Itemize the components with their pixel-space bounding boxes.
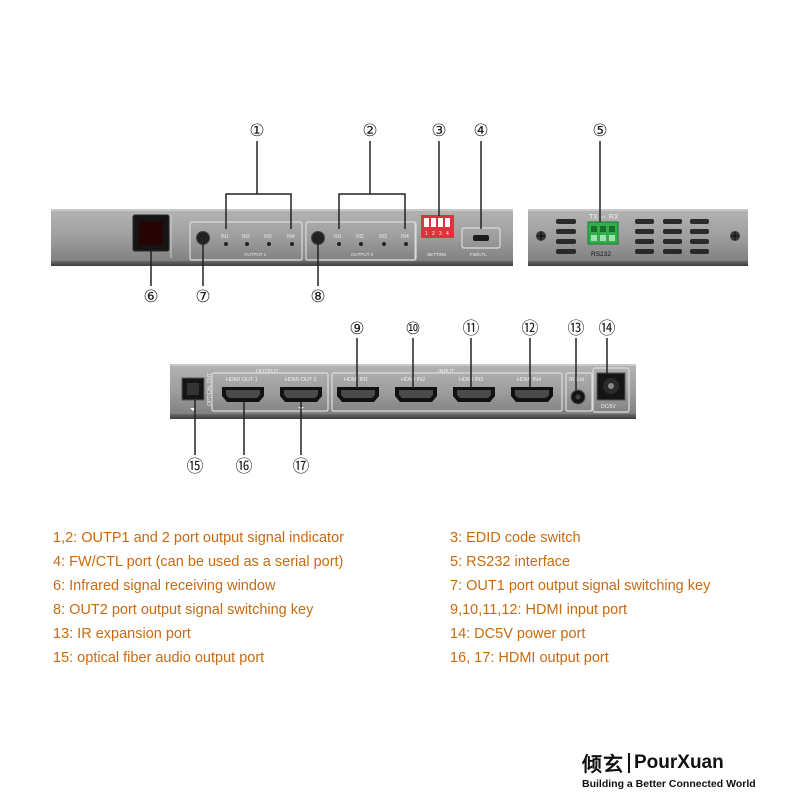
output1-led-label: IN3	[264, 234, 272, 240]
callout-17: ⑰	[293, 457, 310, 477]
fwctl-port[interactable]	[473, 235, 489, 241]
front-panel: IN1 IN2 IN3 IN4 OUTPUT 1 IN1 IN2 IN3 IN4…	[51, 209, 513, 266]
hdmi-in4-port[interactable]	[511, 387, 553, 402]
output-section-frame	[211, 372, 329, 412]
brand-chinese: 倾玄	[582, 752, 624, 776]
output2-led-label: IN4	[401, 234, 409, 240]
output1-led-label: IN2	[242, 234, 250, 240]
brand-english: PourXuan	[634, 751, 724, 773]
dc-frame	[592, 367, 630, 413]
hdmi-in1-port[interactable]	[337, 387, 379, 402]
output1-led-label: IN1	[221, 234, 229, 240]
vent-slots-right	[635, 219, 709, 254]
irext-frame	[565, 372, 593, 412]
callout-12: ⑫	[522, 319, 539, 339]
output2-group	[305, 221, 417, 261]
setting-label: SETTING	[427, 252, 447, 257]
hdmi-out1-label: HDMI OUT 1	[226, 377, 258, 383]
hdmi-in3-port[interactable]	[453, 387, 495, 402]
svg-text:4: 4	[446, 231, 449, 237]
hdmi-out1-port[interactable]	[222, 387, 264, 402]
callout-14: ⑭	[599, 319, 616, 339]
callout-1: ①	[249, 121, 264, 141]
fwctl-label: FW/CTL	[470, 252, 487, 257]
svg-text:2: 2	[432, 231, 435, 237]
callout-5: ⑤	[592, 121, 607, 141]
callout-2: ②	[362, 121, 377, 141]
rs232-label: RS232	[591, 251, 611, 258]
txrx-label: TX ⇔ RX	[589, 214, 619, 221]
optical-label: OPTICAL OUT	[207, 373, 213, 406]
callout-4: ④	[473, 121, 488, 141]
brand-logo: 倾玄 PourXuan Building a Better Connected …	[582, 748, 782, 791]
output1-group	[189, 221, 303, 261]
callout-6: ⑥	[143, 287, 158, 307]
output1-indicators	[224, 242, 294, 246]
hdmi-in1-label: HDMI IN1	[344, 377, 368, 383]
rear-panel: OUTPUT INPUT OPTICAL OUT HDMI OUT 1 HDMI…	[170, 364, 636, 419]
vent-slots-left	[556, 219, 576, 254]
callout-lines	[150, 141, 608, 455]
callout-numbers: ① ② ③ ④ ⑤ ⑥ ⑦ ⑧ ⑨ ⑩ ⑪ ⑫ ⑬ ⑭ ⑮ ⑯ ⑰	[143, 121, 615, 477]
rs232-terminal[interactable]	[587, 221, 619, 245]
callout-15: ⑮	[187, 457, 204, 477]
output1-switch-key[interactable]	[196, 231, 210, 245]
callout-13: ⑬	[568, 319, 585, 339]
side-panel: TX ⇔ RX RS232	[528, 209, 748, 266]
brand-tagline: Building a Better Connected World	[582, 778, 756, 790]
input-header: INPUT	[438, 369, 455, 375]
brand-divider	[628, 752, 630, 773]
callout-8: ⑧	[310, 287, 325, 307]
svg-text:3: 3	[439, 231, 442, 237]
output1-led-label: IN4	[287, 234, 295, 240]
hdmi-in4-label: HDMI IN4	[517, 377, 541, 383]
callout-11: ⑪	[463, 319, 480, 339]
callout-3: ③	[431, 121, 446, 141]
output2-led-label: IN1	[334, 234, 342, 240]
callout-7: ⑦	[195, 287, 210, 307]
dc-label: DC/5V	[601, 404, 616, 410]
hdmi-out2-port[interactable]	[280, 387, 322, 402]
callout-10: ⑩	[405, 319, 420, 339]
output-header: OUTPUT	[256, 369, 279, 375]
input-section-frame	[331, 372, 563, 412]
hdmi-out2-label: HDMI OUT 2	[285, 377, 317, 383]
output1-label: OUTPUT 1	[244, 252, 267, 257]
output2-indicators	[337, 242, 408, 246]
output2-led-label: IN2	[356, 234, 364, 240]
hdmi-in2-port[interactable]	[395, 387, 437, 402]
output2-switch-key[interactable]	[311, 231, 325, 245]
callout-16: ⑯	[236, 457, 253, 477]
output2-label: OUTPUT 2	[351, 252, 374, 257]
callout-9: ⑨	[349, 319, 364, 339]
svg-text:1: 1	[425, 231, 428, 237]
output2-led-label: IN3	[379, 234, 387, 240]
